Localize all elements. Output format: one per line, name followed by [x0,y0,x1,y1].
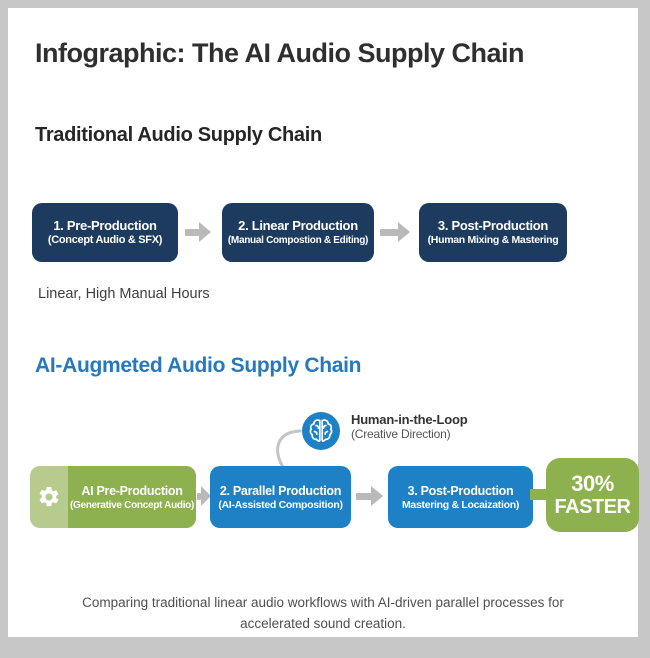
step-title: 2. Parallel Production [219,483,342,498]
badge-label: FASTER [554,495,631,518]
step-title: AI Pre-Production [81,483,183,498]
step-traditional-post-production: 3. Post-Production (Human Mixing & Maste… [419,203,567,262]
step-subtitle: Mastering & Locaization) [401,498,520,511]
hitl-title: Human-in-the-Loop [351,412,468,427]
traditional-caption: Linear, High Manual Hours [38,286,210,302]
step-title: 2. Linear Production [238,218,358,233]
infographic-card: Infographic: The AI Audio Supply Chain T… [8,8,639,637]
hitl-connector-line [276,429,302,469]
step-traditional-pre-production: 1. Pre-Production (Concept Audio & SFX) [32,203,178,262]
traditional-heading: Traditional Audio Supply Chain [35,124,322,146]
badge-value: 30% [571,470,614,496]
footer-line-1: Comparing traditional linear audio workf… [82,595,564,610]
arrow-right-icon [356,486,383,506]
arrow-right-icon [197,486,211,506]
footer-line-2: accelerated sound creation. [240,616,406,631]
step-title: 3. Post-Production [407,483,514,498]
step-ai-parallel-production: 2. Parallel Production (AI-Assisted Comp… [210,466,351,528]
step-ai-post-production: 3. Post-Production Mastering & Locaizati… [388,466,533,528]
step-text-area: AI Pre-Production (Generative Concept Au… [68,466,196,528]
arrow-right-icon [185,222,211,242]
badge-connector [530,489,549,500]
gear-icon [30,466,68,528]
arrow-right-icon [380,222,410,242]
brain-icon [301,411,341,451]
ai-heading: AI-Augmeted Audio Supply Chain [35,354,362,377]
step-subtitle: (Concept Audio & SFX) [47,234,163,246]
step-subtitle: (Generative Concept Audio) [69,499,195,511]
step-traditional-linear-production: 2. Linear Production (Manual Compostion … [222,203,374,262]
faster-badge: 30% FASTER [546,458,639,532]
hitl-label-group: Human-in-the-Loop (Creative Direction) [351,412,468,442]
step-subtitle: (AI-Assisted Composition) [218,498,343,511]
page-title: Infographic: The AI Audio Supply Chain [35,38,524,68]
step-ai-pre-production: AI Pre-Production (Generative Concept Au… [30,466,196,528]
footer-caption: Comparing traditional linear audio workf… [8,592,638,634]
hitl-subtitle: (Creative Direction) [351,427,451,441]
step-title: 3. Post-Production [437,218,549,233]
step-subtitle: (Manual Compostion & Editing) [227,235,369,246]
step-subtitle: (Human Mixing & Mastering [427,234,559,246]
step-title: 1. Pre-Production [53,218,157,233]
